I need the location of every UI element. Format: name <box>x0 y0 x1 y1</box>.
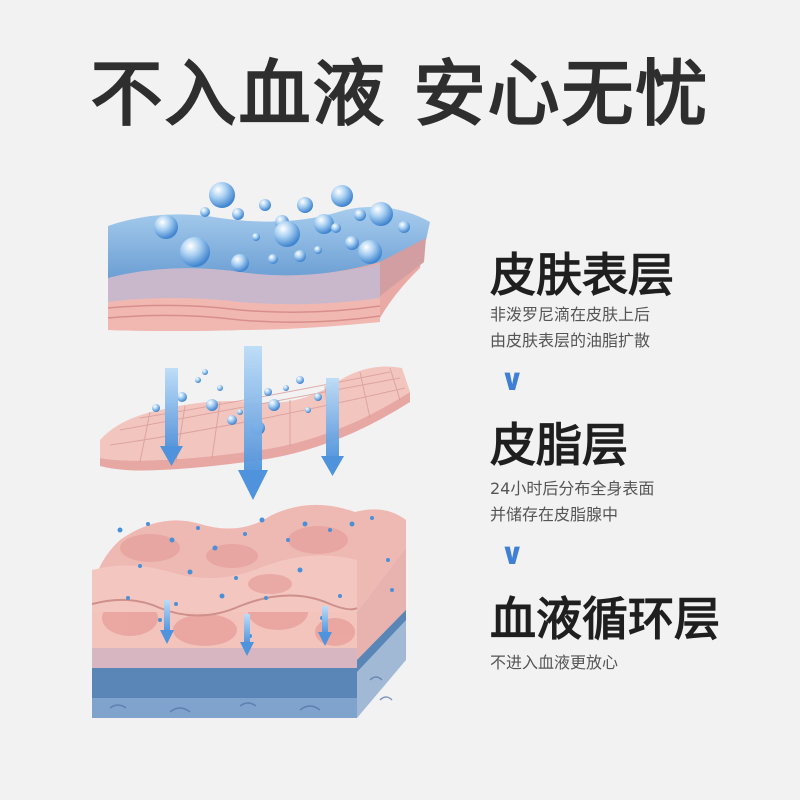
layer-desc-skin-surface-line2: 由皮肤表层的油脂扩散 <box>490 331 651 350</box>
layer-desc-sebum-line1: 24小时后分布全身表面 <box>490 479 655 498</box>
chevron-down-icon: ∨ <box>500 363 525 398</box>
layer-title-skin-surface: 皮肤表层 <box>490 248 674 302</box>
layer-title-sebum: 皮脂层 <box>490 418 628 472</box>
layer-title-blood-circulation: 血液循环层 <box>490 592 720 646</box>
layer-desc-sebum-line2: 并储存在皮脂腺中 <box>490 505 619 524</box>
penetration-arrows <box>160 346 344 500</box>
blood-circulation-block <box>91 504 406 718</box>
layer-desc-skin-surface-line1: 非泼罗尼滴在皮肤上后 <box>490 305 651 324</box>
layer-desc-blood-circulation: 不进入血液更放心 <box>490 653 619 672</box>
droplet-bubbles-top <box>154 182 410 272</box>
headline: 不入血液 安心无忧 <box>90 52 710 136</box>
chevron-down-icon: ∨ <box>500 537 525 572</box>
